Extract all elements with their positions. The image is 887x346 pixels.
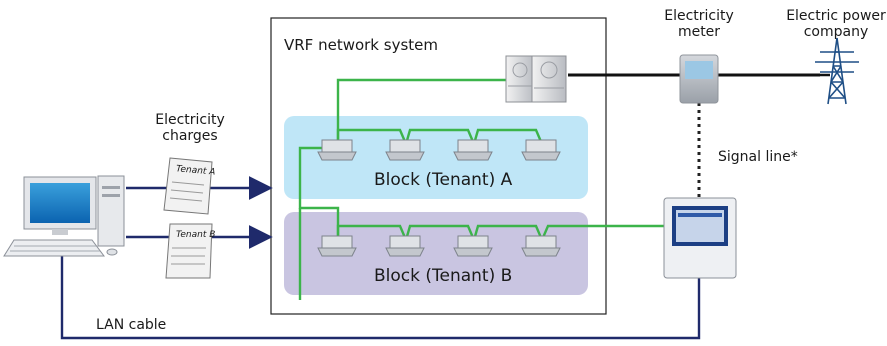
cassette-indoor-unit-icon bbox=[385, 139, 425, 161]
network-line-a bbox=[336, 128, 544, 148]
indoor-units bbox=[317, 139, 561, 257]
desktop-computer-icon bbox=[3, 175, 125, 257]
block-a-area bbox=[284, 116, 588, 199]
charges-label-line1: Electricity bbox=[155, 112, 225, 128]
company-label: Electric power company bbox=[786, 8, 886, 40]
outdoor-unit-icon bbox=[505, 55, 567, 103]
meter-label: Electricity meter bbox=[660, 8, 738, 40]
cassette-indoor-unit-icon bbox=[317, 235, 357, 257]
meter-label-line2: meter bbox=[677, 24, 721, 40]
network-line bbox=[336, 78, 510, 148]
signal-line-label: Signal line* bbox=[718, 149, 798, 165]
power-tower-icon bbox=[805, 37, 859, 105]
electricity-meter-icon bbox=[679, 54, 719, 104]
vrf-system-frame bbox=[270, 17, 607, 315]
block-a-label: Block (Tenant) A bbox=[374, 170, 513, 190]
lan-cable-label: LAN cable bbox=[96, 317, 167, 333]
lan-cable bbox=[60, 252, 701, 340]
cassette-indoor-unit-icon bbox=[453, 235, 493, 257]
company-label-line1: Electric power bbox=[786, 8, 886, 24]
cassette-indoor-unit-icon bbox=[317, 139, 357, 161]
cassette-indoor-unit-icon bbox=[521, 139, 561, 161]
document-b-label: Tenant B bbox=[176, 230, 216, 240]
cassette-indoor-unit-icon bbox=[521, 235, 561, 257]
block-b-label: Block (Tenant) B bbox=[374, 266, 513, 286]
block-b-area bbox=[284, 212, 588, 295]
cassette-indoor-unit-icon bbox=[385, 235, 425, 257]
company-label-line2: company bbox=[803, 24, 869, 40]
central-controller-icon bbox=[663, 197, 737, 279]
meter-label-line1: Electricity bbox=[664, 8, 734, 24]
invoice-document-a-icon bbox=[163, 157, 213, 215]
invoice-document-b-icon bbox=[165, 223, 213, 279]
vrf-system-title: VRF network system bbox=[284, 36, 438, 54]
charges-label-line2: charges bbox=[162, 128, 218, 144]
cassette-indoor-unit-icon bbox=[453, 139, 493, 161]
charges-label: Electricity charges bbox=[146, 112, 234, 144]
